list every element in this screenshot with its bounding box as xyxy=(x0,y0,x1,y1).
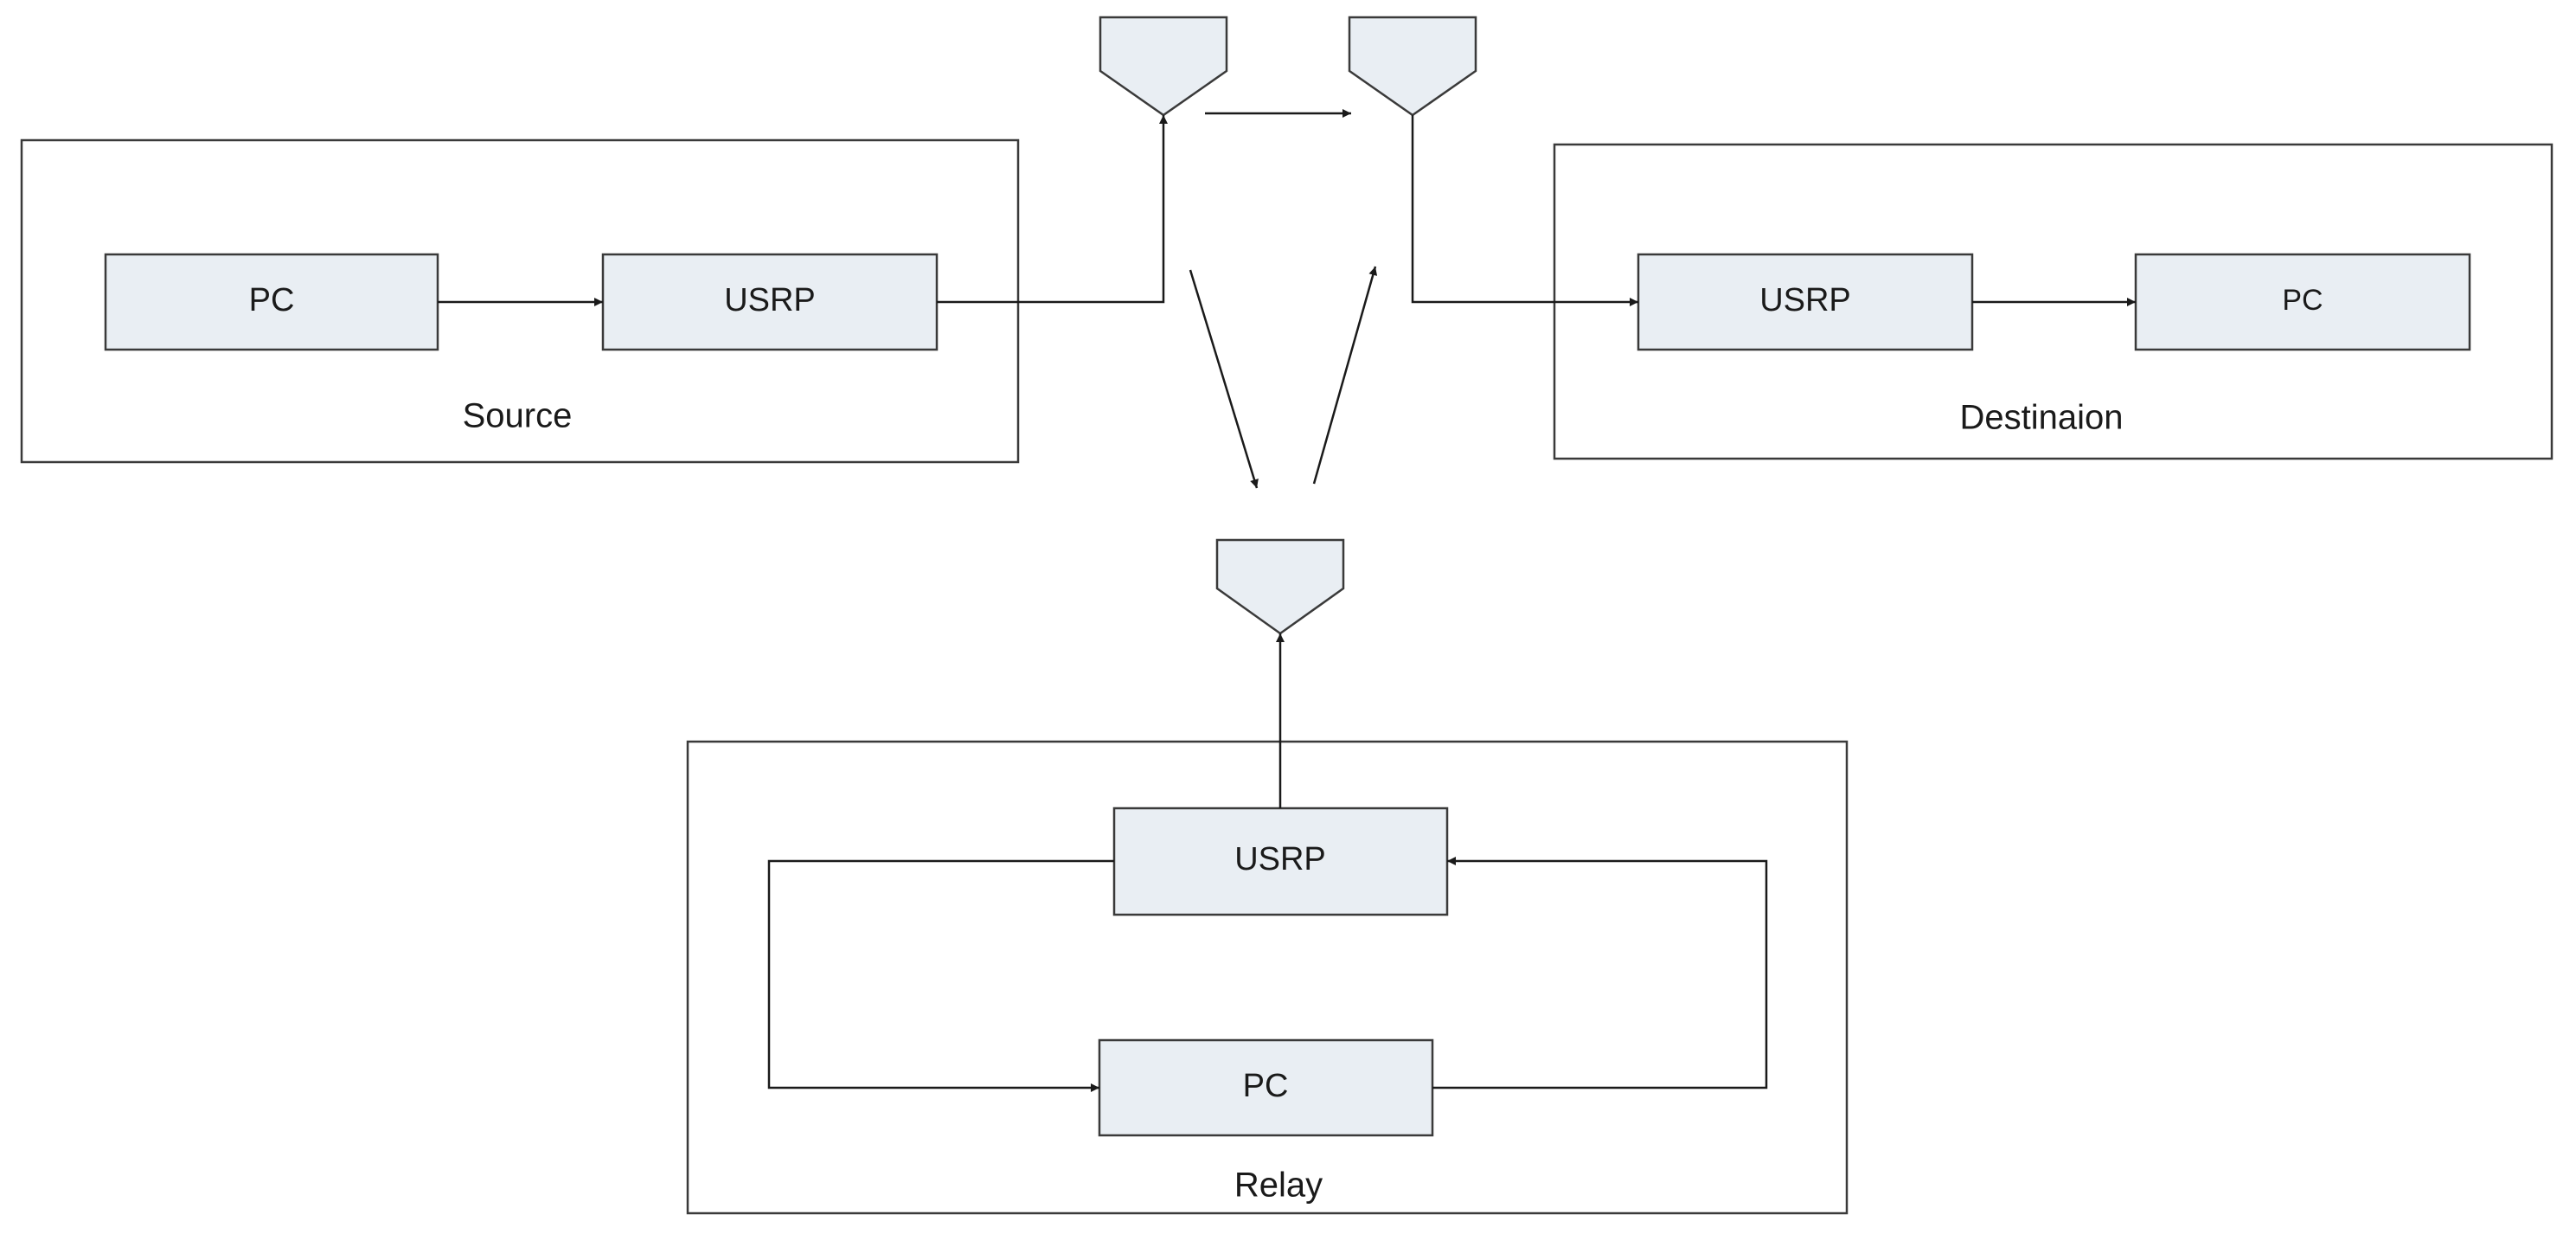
source-group: PC USRP Source xyxy=(20,138,1020,464)
destination-usrp-box xyxy=(1637,253,1974,351)
relay-usrp-to-pc-arrow-icon xyxy=(767,859,1114,1092)
relay-group: USRP PC Relay xyxy=(686,740,1849,1215)
source-label: Source xyxy=(463,397,573,435)
destination-pc-label: PC xyxy=(2282,284,2323,317)
destination-pc-box xyxy=(2134,253,2471,351)
destination-usrp-label: USRP xyxy=(1759,282,1851,318)
relay-usrp-box xyxy=(1112,807,1449,916)
relay-label: Relay xyxy=(1234,1167,1323,1205)
source-pc-box xyxy=(104,253,439,351)
source-pc-label: PC xyxy=(249,282,295,318)
destination-label: Destinaion xyxy=(1959,399,2123,437)
source-usrp-to-antenna-arrow-icon xyxy=(937,115,1168,304)
antenna-to-destination-usrp-arrow-icon xyxy=(1411,115,1638,306)
relay-to-destination-link-arrow-icon xyxy=(1312,266,1378,485)
source-antenna-icon xyxy=(1099,16,1228,117)
relay-pc-label: PC xyxy=(1243,1068,1289,1104)
relay-antenna-icon xyxy=(1215,538,1345,635)
source-usrp-label: USRP xyxy=(724,282,816,318)
relay-usrp-label: USRP xyxy=(1234,841,1326,877)
destination-antenna-icon xyxy=(1348,16,1477,117)
source-to-relay-link-arrow-icon xyxy=(1189,269,1259,489)
source-usrp-box xyxy=(601,253,939,351)
relay-pc-to-usrp-arrow-icon xyxy=(1432,857,1768,1089)
